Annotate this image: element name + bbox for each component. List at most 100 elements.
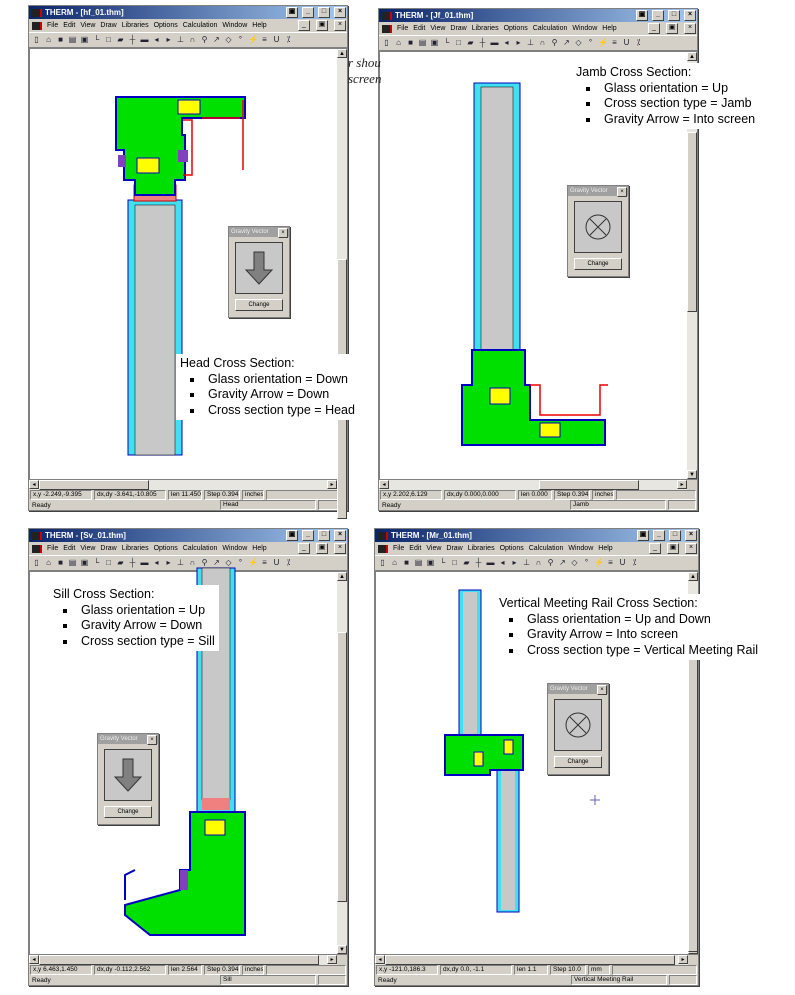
locate-icon[interactable]: ┼ [129, 35, 136, 44]
save-icon[interactable]: ■ [404, 558, 409, 567]
move-point-icon[interactable]: ▸ [512, 558, 517, 567]
rectangle-icon[interactable]: □ [106, 35, 111, 44]
fill-void-icon[interactable]: ▰ [117, 35, 124, 44]
open-icon[interactable]: ⌂ [392, 558, 397, 567]
scroll-thumb[interactable] [39, 955, 319, 965]
scroll-up-icon[interactable]: ▲ [337, 572, 347, 581]
menu-help[interactable]: Help [252, 22, 267, 29]
scroll-right-icon[interactable]: ▸ [327, 955, 337, 964]
menu-libraries[interactable]: Libraries [467, 545, 495, 552]
scroll-thumb[interactable] [385, 955, 675, 965]
doc-close-button[interactable]: × [334, 20, 346, 31]
perpendicular-icon[interactable]: ⊥ [523, 558, 530, 567]
head-cross-section[interactable] [115, 96, 246, 456]
close-button[interactable]: × [147, 735, 157, 745]
arc-icon[interactable]: ∩ [535, 558, 542, 567]
maximize-button[interactable]: □ [668, 10, 680, 21]
results-icon[interactable]: ≡ [612, 38, 617, 47]
boundary-icon[interactable]: ▬ [140, 558, 149, 567]
rotate-icon[interactable]: ◇ [571, 558, 578, 567]
menu-libraries[interactable]: Libraries [121, 545, 149, 552]
minimize-button[interactable]: _ [652, 10, 664, 21]
properties-icon[interactable]: ▣ [426, 558, 435, 567]
menu-draw[interactable]: Draw [100, 22, 117, 29]
title-bar[interactable]: THERM - [Mr_01.thm] ▣ _ □ × [375, 529, 698, 542]
insert-point-icon[interactable]: ◂ [154, 558, 159, 567]
doc-minimize-button[interactable]: _ [298, 543, 310, 554]
menu-help[interactable]: Help [602, 25, 617, 32]
new-icon[interactable]: ▯ [380, 558, 385, 567]
doc-minimize-button[interactable]: _ [298, 20, 310, 31]
horizontal-scrollbar[interactable]: ◂ ▸ [29, 955, 337, 965]
units-toggle-icon[interactable]: ° [584, 558, 589, 567]
arc-icon[interactable]: ∩ [189, 35, 196, 44]
move-point-icon[interactable]: ▸ [516, 38, 521, 47]
menu-options[interactable]: Options [499, 545, 524, 552]
change-button[interactable]: Change [554, 756, 602, 768]
scroll-thumb[interactable] [337, 632, 347, 902]
calculate-icon[interactable]: ⚡ [248, 35, 258, 44]
save-icon[interactable]: ■ [408, 38, 413, 47]
document-icon[interactable] [382, 24, 392, 33]
scroll-down-icon[interactable]: ▼ [687, 470, 697, 479]
rotate-icon[interactable]: ◇ [225, 558, 232, 567]
properties-icon[interactable]: ▣ [430, 38, 439, 47]
menu-draw[interactable]: Draw [450, 25, 467, 32]
units-toggle-icon[interactable]: ° [238, 35, 243, 44]
scroll-up-icon[interactable]: ▲ [688, 572, 698, 581]
change-button[interactable]: Change [574, 258, 622, 270]
print-icon[interactable]: ▤ [68, 558, 77, 567]
title-bar[interactable]: THERM - [hf_01.thm] ▣ _ □ × [29, 6, 347, 19]
menu-calculation[interactable]: Calculation [528, 545, 564, 552]
zoom-icon[interactable]: ⚲ [201, 35, 208, 44]
change-button[interactable]: Change [235, 299, 283, 311]
move-point-icon[interactable]: ▸ [166, 35, 171, 44]
rotate-icon[interactable]: ◇ [575, 38, 582, 47]
change-button[interactable]: Change [104, 806, 152, 818]
insert-point-icon[interactable]: ◂ [500, 558, 505, 567]
menu-calculation[interactable]: Calculation [532, 25, 568, 32]
open-icon[interactable]: ⌂ [46, 558, 51, 567]
close-button[interactable]: × [617, 187, 627, 197]
menu-libraries[interactable]: Libraries [121, 22, 149, 29]
polygon-icon[interactable]: └ [443, 38, 450, 47]
scroll-right-icon[interactable]: ▸ [678, 955, 688, 964]
scroll-thumb[interactable] [687, 132, 697, 312]
rotate-icon[interactable]: ◇ [225, 35, 232, 44]
insert-point-icon[interactable]: ◂ [154, 35, 159, 44]
ratio-icon[interactable]: ⁒ [636, 38, 641, 47]
document-icon[interactable] [32, 21, 42, 30]
print-icon[interactable]: ▤ [414, 558, 423, 567]
restore-icon[interactable]: ▣ [637, 530, 649, 541]
vertical-scrollbar[interactable]: ▲ ▼ [687, 52, 697, 479]
scroll-left-icon[interactable]: ◂ [29, 955, 39, 964]
print-icon[interactable]: ▤ [68, 35, 77, 44]
scroll-down-icon[interactable]: ▼ [337, 945, 347, 954]
new-icon[interactable]: ▯ [34, 35, 39, 44]
polygon-icon[interactable]: └ [93, 558, 100, 567]
menu-window[interactable]: Window [568, 545, 594, 552]
minimize-button[interactable]: _ [653, 530, 665, 541]
menu-view[interactable]: View [80, 22, 96, 29]
ratio-icon[interactable]: ⁒ [286, 558, 291, 567]
ratio-icon[interactable]: ⁒ [286, 35, 291, 44]
menu-file[interactable]: File [397, 25, 409, 32]
open-icon[interactable]: ⌂ [46, 35, 51, 44]
close-button[interactable]: × [597, 685, 607, 695]
menu-options[interactable]: Options [153, 22, 178, 29]
calculate-icon[interactable]: ⚡ [248, 558, 258, 567]
zoom-icon[interactable]: ⚲ [547, 558, 554, 567]
menu-file[interactable]: File [47, 545, 59, 552]
locate-icon[interactable]: ┼ [479, 38, 486, 47]
pick-icon[interactable]: ↗ [559, 558, 566, 567]
menu-edit[interactable]: Edit [409, 545, 422, 552]
arc-icon[interactable]: ∩ [189, 558, 196, 567]
u-factor-icon[interactable]: U [273, 558, 280, 567]
new-icon[interactable]: ▯ [34, 558, 39, 567]
scroll-left-icon[interactable]: ◂ [29, 480, 39, 489]
menu-options[interactable]: Options [153, 545, 178, 552]
document-icon[interactable] [378, 544, 388, 553]
scroll-right-icon[interactable]: ▸ [327, 480, 337, 489]
menu-window[interactable]: Window [222, 22, 248, 29]
menu-calculation[interactable]: Calculation [182, 545, 218, 552]
